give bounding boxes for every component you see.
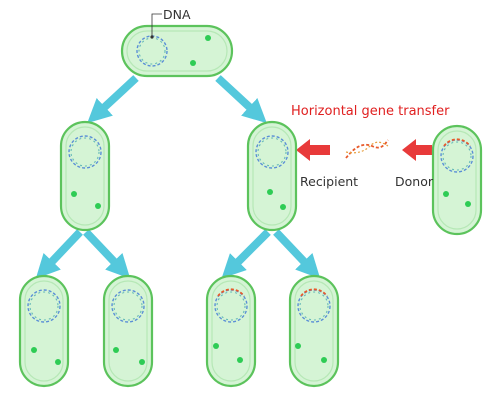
teal-arrow-icon (35, 229, 83, 279)
plasmid-dna-icon (68, 135, 102, 169)
dna-label: DNA (163, 7, 191, 22)
cell-gen3-2 (102, 274, 154, 388)
donor-cell (431, 124, 483, 236)
division-arrows (35, 75, 321, 279)
transferred-gene (443, 138, 471, 147)
donor-label: Donor (395, 174, 434, 189)
dna-fragment-icon (345, 139, 389, 159)
transferred-gene (217, 288, 245, 297)
dna-callout: DNA (150, 7, 191, 39)
transfer-arrows (296, 139, 432, 161)
plasmid-dna-icon (214, 289, 248, 323)
teal-arrow-icon (273, 229, 321, 279)
teal-arrow-icon (87, 75, 139, 124)
cell-gen3-3 (205, 274, 257, 388)
teal-arrow-icon (215, 75, 267, 124)
red-arrow-icon (296, 139, 330, 161)
plasmid-dna-icon (27, 289, 61, 323)
teal-arrow-icon (83, 229, 131, 279)
teal-arrow-icon (221, 229, 271, 279)
plasmid-dna-icon (111, 289, 145, 323)
recipient-label: Recipient (300, 174, 358, 189)
transferred-gene (300, 288, 328, 297)
plasmid-dna-icon (297, 289, 331, 323)
recipient-cell (246, 120, 298, 232)
cell-gen3-1 (18, 274, 70, 388)
plasmid-dna-icon (255, 135, 289, 169)
cell-gen3-4 (288, 274, 340, 388)
plasmid-dna-icon (440, 139, 474, 173)
parent-cell (120, 24, 234, 78)
daughter-cell-left (59, 120, 111, 232)
diagram-title: Horizontal gene transfer (291, 104, 450, 119)
red-arrow-icon (402, 139, 432, 161)
